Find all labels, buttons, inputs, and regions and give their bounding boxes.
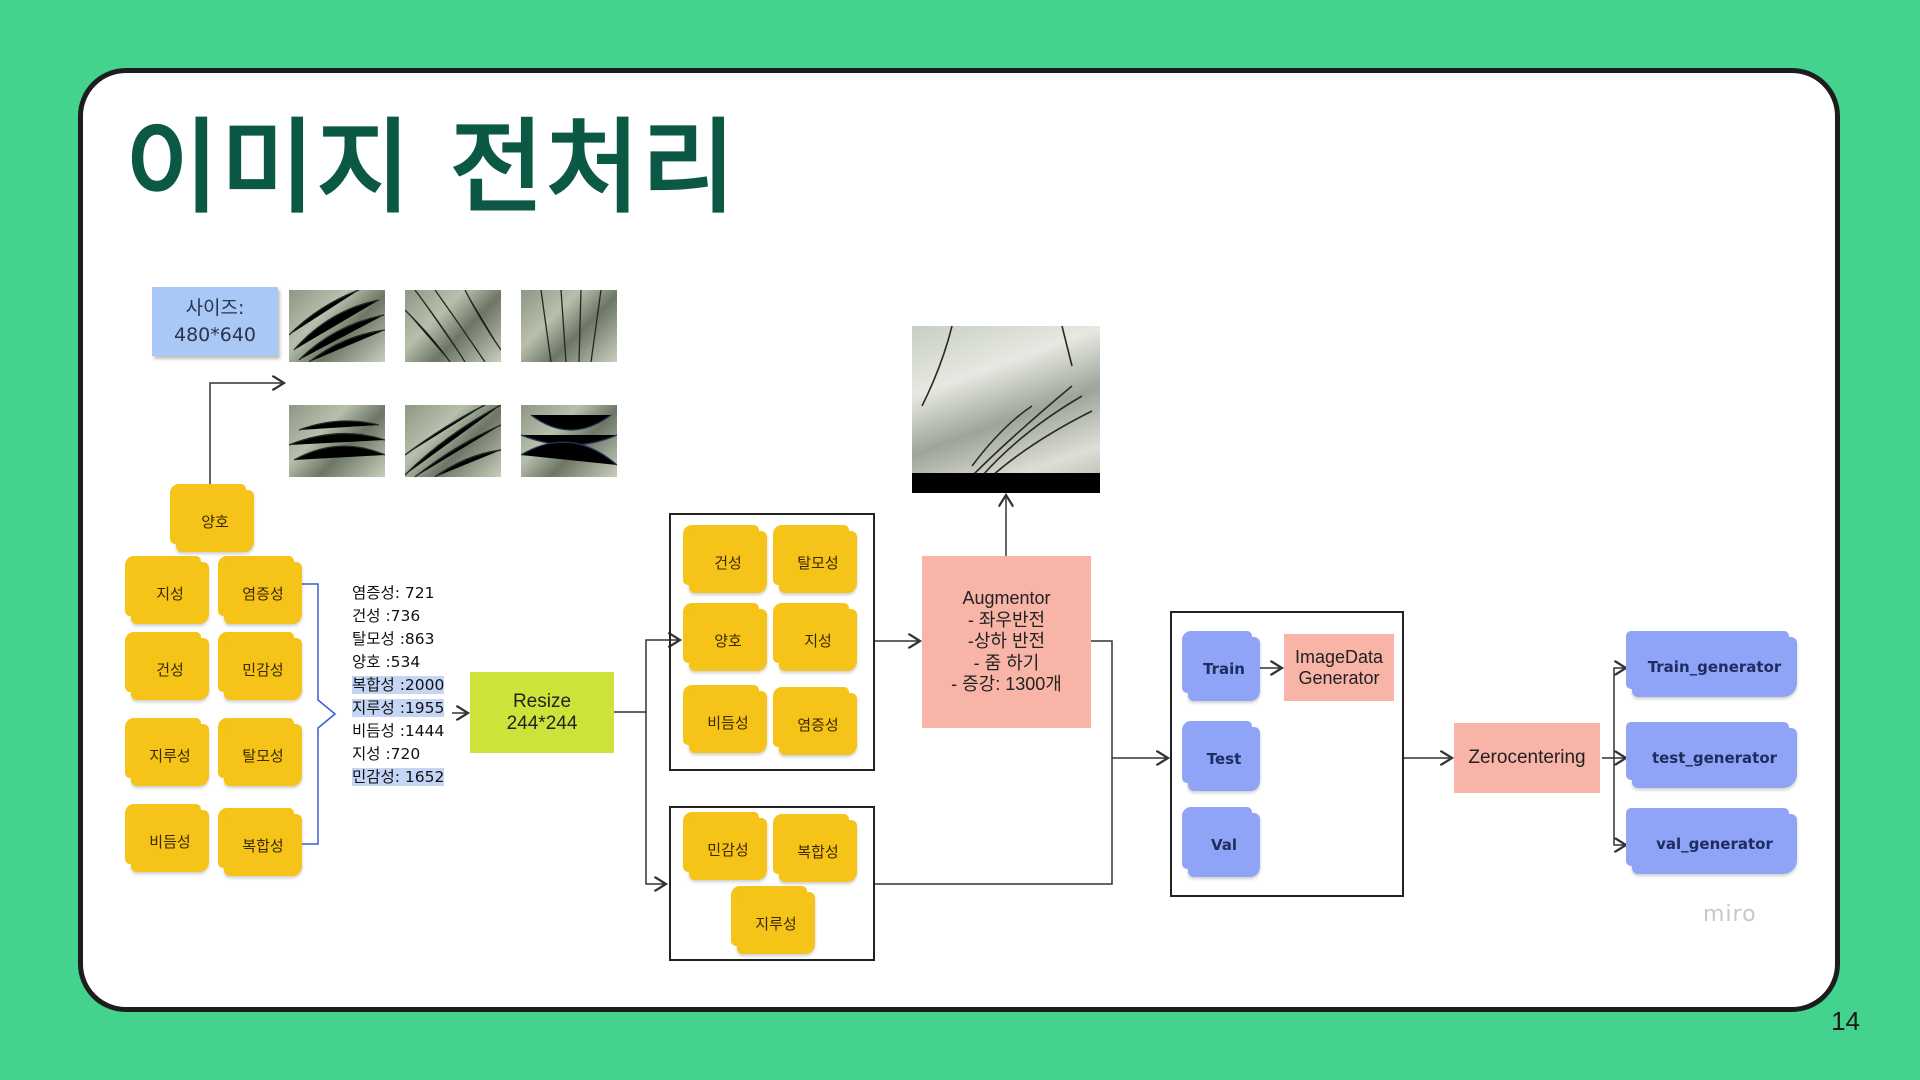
sticky-class: 탈모성 bbox=[224, 724, 302, 786]
augmentor-step: -상하 반전 bbox=[967, 631, 1046, 652]
count-line-highlighted: 민감성: 1652 bbox=[352, 768, 445, 786]
sticky-class: 지성 bbox=[779, 609, 857, 671]
resize-box: Resize 244*244 bbox=[470, 672, 614, 753]
imagedata-generator-box: ImageData Generator bbox=[1284, 634, 1394, 701]
zerocentering-box: Zerocentering bbox=[1454, 723, 1600, 793]
scalp-thumbnail bbox=[405, 405, 501, 477]
augmentor-step: - 좌우반전 bbox=[967, 609, 1046, 630]
count-line: 탈모성 :863 bbox=[352, 630, 435, 648]
zerocentering-label: Zerocentering bbox=[1468, 747, 1586, 768]
slide-card bbox=[78, 68, 1840, 1012]
black-border bbox=[912, 473, 1100, 493]
generator-test: test_generator bbox=[1632, 728, 1797, 788]
sticky-class: 탈모성 bbox=[779, 531, 857, 593]
sticky-class: 건성 bbox=[131, 638, 209, 700]
sticky-class: 건성 bbox=[689, 531, 767, 593]
sticky-test: Test bbox=[1188, 727, 1260, 791]
scalp-thumbnail bbox=[405, 290, 501, 362]
augmentor-step: - 증강: 1300개 bbox=[951, 674, 1062, 695]
size-note-value: 480*640 bbox=[173, 323, 257, 346]
generator-train: Train_generator bbox=[1632, 637, 1797, 697]
imagedata-line: ImageData bbox=[1294, 646, 1384, 667]
size-note-label: 사이즈: bbox=[185, 296, 245, 319]
scalp-thumbnail bbox=[289, 290, 385, 362]
sticky-class: 복합성 bbox=[779, 820, 857, 882]
imagedata-line: Generator bbox=[1298, 667, 1380, 688]
augmentor-step: - 줌 하기 bbox=[973, 652, 1040, 673]
sticky-class: 민감성 bbox=[689, 818, 767, 880]
count-line: 양호 :534 bbox=[352, 653, 421, 671]
count-line: 염증성: 721 bbox=[352, 584, 435, 602]
augmentor-box: Augmentor - 좌우반전 -상하 반전 - 줌 하기 - 증강: 130… bbox=[922, 556, 1091, 728]
sticky-class: 복합성 bbox=[224, 814, 302, 876]
augmentor-title: Augmentor bbox=[962, 588, 1051, 609]
sticky-class: 비듬성 bbox=[131, 810, 209, 872]
page-title: 이미지 전처리 bbox=[125, 109, 738, 228]
class-counts: 염증성: 721 건성 :736 탈모성 :863 양호 :534 복합성 :2… bbox=[352, 582, 445, 789]
count-line-highlighted: 복합성 :2000 bbox=[352, 676, 445, 694]
scalp-thumbnail bbox=[521, 290, 617, 362]
resize-label: Resize bbox=[512, 690, 572, 712]
count-line-highlighted: 지루성 :1955 bbox=[352, 699, 445, 717]
sticky-good: 양호 bbox=[176, 490, 254, 552]
sticky-class: 지루성 bbox=[131, 724, 209, 786]
miro-watermark: miro bbox=[1703, 902, 1757, 927]
count-line: 지성 :720 bbox=[352, 745, 421, 763]
sticky-class: 염증성 bbox=[779, 693, 857, 755]
sticky-class: 염증성 bbox=[224, 562, 302, 624]
sticky-class: 지성 bbox=[131, 562, 209, 624]
frame-dataset-split bbox=[1170, 611, 1404, 897]
scalp-thumbnail bbox=[521, 405, 617, 477]
sticky-class: 양호 bbox=[689, 609, 767, 671]
sticky-class: 비듬성 bbox=[689, 691, 767, 753]
sticky-class: 민감성 bbox=[224, 638, 302, 700]
page-number: 14 bbox=[1831, 1006, 1860, 1036]
size-note: 사이즈: 480*640 bbox=[152, 287, 278, 356]
sticky-train: Train bbox=[1188, 637, 1260, 701]
augmented-image bbox=[912, 326, 1100, 493]
resize-value: 244*244 bbox=[506, 712, 578, 734]
count-line: 건성 :736 bbox=[352, 607, 421, 625]
generator-val: val_generator bbox=[1632, 814, 1797, 874]
sticky-class: 지루성 bbox=[737, 892, 815, 954]
frame-direct-group bbox=[669, 806, 875, 961]
sticky-val: Val bbox=[1188, 813, 1260, 877]
frame-augment-group bbox=[669, 513, 875, 771]
scalp-thumbnail bbox=[289, 405, 385, 477]
count-line: 비듬성 :1444 bbox=[352, 722, 445, 740]
